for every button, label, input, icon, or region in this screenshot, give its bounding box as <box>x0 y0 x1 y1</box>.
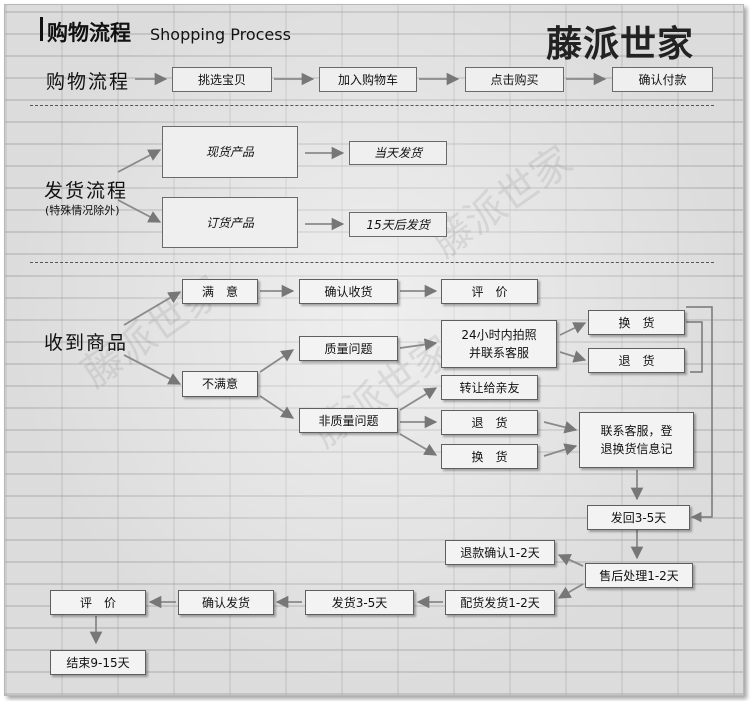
non-quality-issue-box: 非质量问题 <box>299 408 398 433</box>
step-confirm-payment: 确认付款 <box>612 67 713 92</box>
photo-contact-line2: 并联系客服 <box>468 346 529 360</box>
unsatisfied-box: 不满意 <box>182 371 258 397</box>
step-add-to-cart: 加入购物车 <box>319 67 417 92</box>
in-stock-product: 现货产品 <box>162 126 298 178</box>
review-box: 评 价 <box>441 279 538 304</box>
exchange-box-2: 换 货 <box>441 444 538 469</box>
section-divider <box>30 262 714 263</box>
return-box-2: 退 货 <box>441 410 538 435</box>
page-title: 购物流程 <box>47 21 131 45</box>
after-sales-box: 售后处理1-2天 <box>585 563 693 588</box>
same-day-shipping: 当天发货 <box>349 141 447 165</box>
shipping-box: 发货3-5天 <box>305 590 414 615</box>
photo-contact-box: 24小时内拍照 并联系客服 <box>441 320 557 368</box>
photo-contact-line1: 24小时内拍照 <box>461 328 537 342</box>
step-click-buy: 点击购买 <box>465 67 564 92</box>
preorder-product: 订货产品 <box>162 197 298 248</box>
brand-logo: 藤派世家 <box>546 23 695 65</box>
transfer-friend-box: 转让给亲友 <box>441 375 538 400</box>
send-back-box: 发回3-5天 <box>587 505 690 530</box>
step-select-item: 挑选宝贝 <box>172 67 272 92</box>
page-subtitle: Shopping Process <box>150 25 291 44</box>
shipping-stage-label: 发货流程 <box>44 180 129 202</box>
end-box: 结束9-15天 <box>50 650 146 675</box>
contact-service-box: 联系客服，登 退换货信息记 <box>579 412 694 468</box>
confirm-ship-box: 确认发货 <box>178 590 274 615</box>
confirm-receipt-box: 确认收货 <box>299 279 398 304</box>
header-bar-mark <box>40 17 43 41</box>
shipping-stage-note: (特殊情况除外) <box>45 204 120 217</box>
refund-confirm-box: 退款确认1-2天 <box>445 540 555 565</box>
section-divider <box>30 105 714 106</box>
return-box: 退 货 <box>588 348 685 373</box>
restock-ship-box: 配货发货1-2天 <box>445 590 555 615</box>
satisfied-box: 满 意 <box>182 279 258 304</box>
contact-line1: 联系客服，登 <box>600 424 673 438</box>
quality-issue-box: 质量问题 <box>299 336 398 361</box>
ship-after-15-days: 15天后发货 <box>349 212 447 237</box>
exchange-box: 换 货 <box>588 310 685 335</box>
receive-stage-label: 收到商品 <box>44 332 129 354</box>
contact-line2: 退换货信息记 <box>600 442 673 456</box>
purchase-stage-label: 购物流程 <box>46 71 131 93</box>
final-review-box: 评 价 <box>50 590 146 615</box>
